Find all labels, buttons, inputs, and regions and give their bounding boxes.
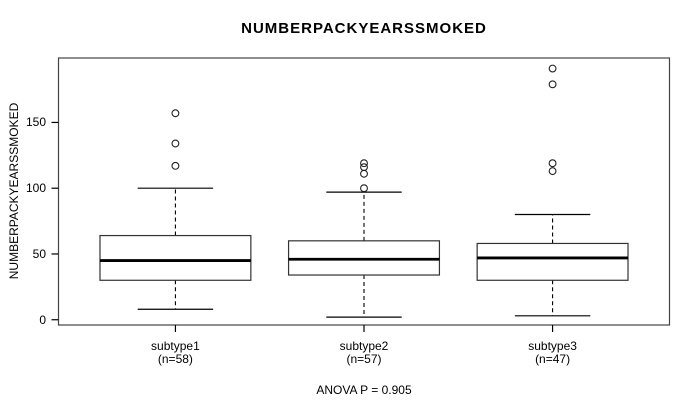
iqr-box [99,234,252,281]
x-label-subtype2: subtype2 (n=57) [284,340,444,366]
x-label-subtype2-name: subtype2 [339,339,389,353]
x-label-subtype1-n: (n=58) [157,352,193,366]
outlier-point [548,167,557,176]
outlier-point [360,159,368,168]
chart-title: NUMBERPACKYEARSSMOKED [241,20,487,37]
iqr-box [476,242,629,281]
x-label-subtype2-n: (n=57) [346,352,382,366]
anova-p-annotation: ANOVA P = 0.905 [316,383,412,397]
y-tick-label-150: 150 [25,115,46,130]
x-label-subtype3-n: (n=47) [535,352,571,366]
outlier-point [171,161,180,170]
outlier-point [360,163,368,172]
outlier-point [171,109,180,118]
outlier-point [548,80,557,89]
outlier-point [548,159,557,168]
y-tick-label-100: 100 [25,181,46,196]
x-label-subtype3-name: subtype3 [528,339,577,353]
outlier-point [360,184,368,193]
x-label-subtype3: subtype3 (n=47) [473,340,633,366]
y-tick-label-50: 50 [32,246,46,261]
x-label-subtype1-name: subtype1 [151,339,200,353]
outlier-point [360,169,368,178]
y-tick-label-0: 0 [39,312,46,327]
outlier-point [548,64,557,73]
outlier-point [171,139,180,148]
x-label-subtype1: subtype1 (n=58) [95,340,255,366]
